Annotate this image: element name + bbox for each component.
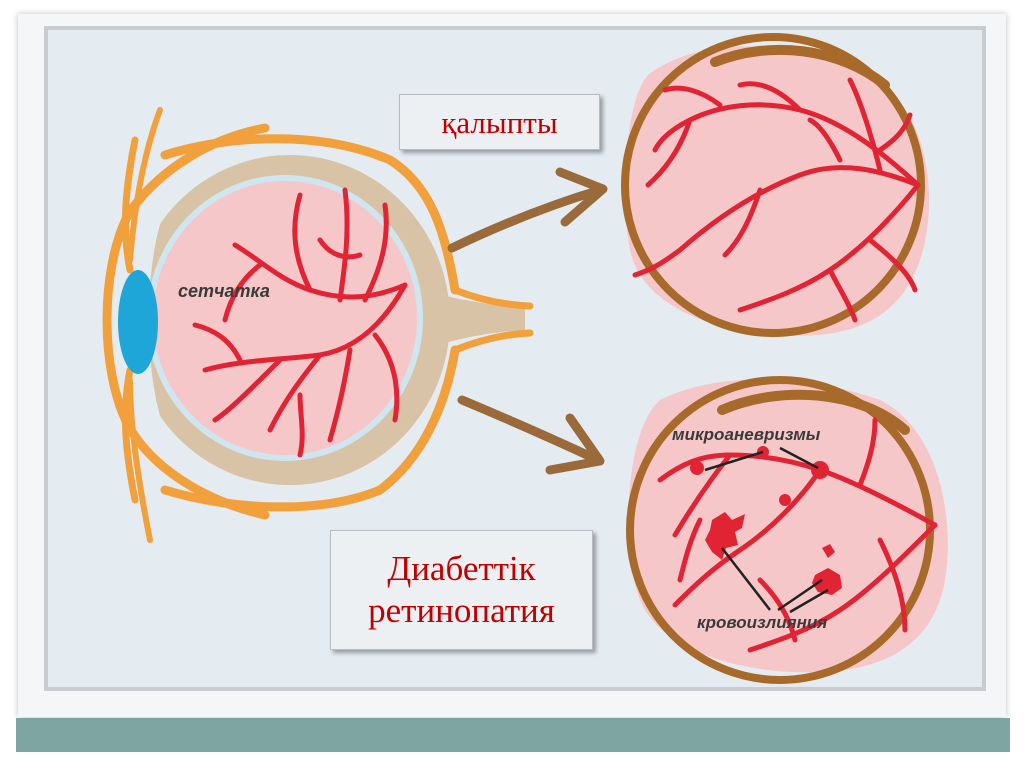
normal-vessels [632, 77, 921, 323]
diabetic-label-line1: Диабеттік [387, 549, 536, 588]
normal-fundus [621, 33, 930, 337]
arrow-to-diabetic [457, 395, 603, 465]
microaneurysms-label: микроаневризмы [672, 425, 821, 444]
diabetic-fundus: микроаневризмы кровоизлияния [626, 376, 948, 684]
normal-fundus-background [625, 46, 930, 336]
lower-lid-outline [127, 377, 153, 543]
eye-cross-section: сетчатка [102, 107, 534, 543]
diabetic-fundus-background [628, 379, 948, 673]
cornea-outline [102, 123, 270, 520]
normal-fundus-rim [710, 44, 890, 90]
arrows [447, 167, 608, 475]
lens [118, 270, 158, 374]
normal-label: қалыпты [441, 105, 558, 140]
retina [153, 181, 417, 455]
retina-vessels [192, 187, 408, 458]
normal-label-box: қалыпты [399, 94, 600, 150]
diabetic-label-line2: ретинопатия [368, 591, 555, 630]
arrow-to-normal [447, 185, 605, 253]
arrow-head-normal [555, 167, 608, 227]
footer-bar [16, 718, 1010, 752]
hemorrhage-blots [705, 512, 842, 595]
pointer-lines [704, 446, 829, 614]
hemorrhages-label: кровоизлияния [697, 613, 827, 632]
normal-fundus-ring [621, 33, 925, 337]
diabetic-label-box: Диабеттік ретинопатия [330, 530, 593, 650]
diabetic-vessels [657, 417, 938, 653]
arrow-head-diabetic [545, 413, 605, 475]
diabetic-fundus-rim [717, 389, 910, 435]
retina-label: сетчатка [178, 281, 270, 301]
upper-lid-outline [127, 107, 163, 263]
optic-nerve-outline [451, 286, 534, 354]
microaneurysm-dots [690, 446, 829, 506]
